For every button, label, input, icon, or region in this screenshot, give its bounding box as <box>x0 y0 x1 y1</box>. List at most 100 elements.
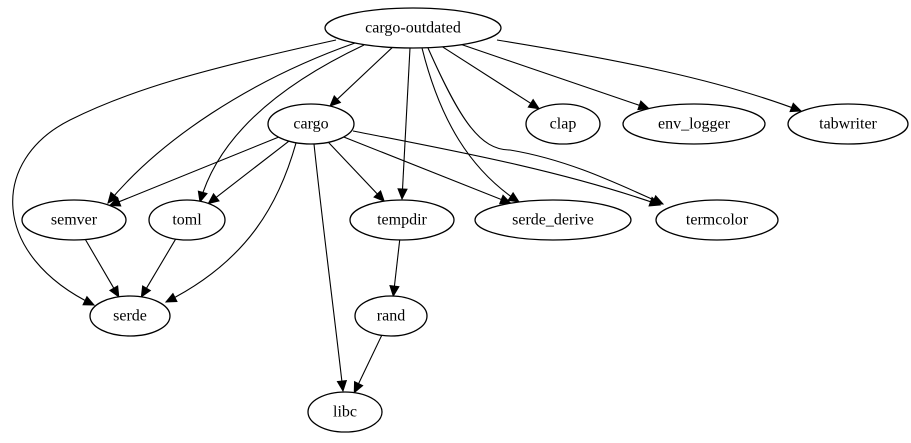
edge-cargo-to-tempdir <box>327 141 386 203</box>
nodes-layer: cargo-outdated cargo clap env_logger tabwrit… <box>21 7 909 433</box>
arrowhead-icon <box>164 292 178 303</box>
arrowhead-icon <box>108 285 120 298</box>
edge-cargo-to-serde <box>164 142 297 303</box>
arrowhead-icon <box>197 190 208 204</box>
node-ellipse <box>525 103 601 145</box>
node-ellipse <box>787 103 909 145</box>
node-ellipse <box>622 103 766 145</box>
arrowhead-icon <box>108 196 122 207</box>
arrowhead-icon <box>329 95 342 107</box>
edge-cargo-outdated-to-toml <box>197 44 365 204</box>
edge-cargo-to-libc <box>313 143 348 393</box>
edge-cargo-outdated-to-env_logger <box>461 44 650 111</box>
node-cargo: cargo <box>267 103 355 145</box>
edge-cargo-outdated-to-serde <box>12 39 337 306</box>
node-label: serde_derive <box>512 212 594 229</box>
node-label: termcolor <box>686 212 749 229</box>
node-label: env_logger <box>658 116 731 133</box>
edge-line <box>199 44 365 203</box>
arrowhead-icon <box>336 379 348 393</box>
node-tabwriter: tabwriter <box>787 103 909 145</box>
node-libc: libc <box>307 391 383 433</box>
arrowhead-icon <box>637 100 650 111</box>
edge-line <box>313 143 344 392</box>
edge-cargo-outdated-to-tabwriter <box>496 39 803 113</box>
edge-line <box>427 47 664 205</box>
edge-cargo-outdated-to-clap <box>442 46 541 110</box>
node-label: tabwriter <box>819 116 877 133</box>
node-ellipse <box>89 295 171 337</box>
edge-line <box>343 136 511 204</box>
node-ellipse <box>307 391 383 433</box>
edge-cargo-to-semver <box>108 136 279 207</box>
edge-line <box>442 46 540 110</box>
edge-line <box>353 335 383 393</box>
edge-line <box>208 140 290 204</box>
node-toml: toml <box>148 199 226 241</box>
edge-line <box>107 42 356 204</box>
arrowhead-icon <box>648 196 662 207</box>
node-cargo-outdated: cargo-outdated <box>324 7 502 49</box>
node-rand: rand <box>354 295 428 337</box>
edge-semver-to-serde <box>84 239 120 298</box>
node-env_logger: env_logger <box>622 103 766 145</box>
arrowhead-icon <box>140 285 152 298</box>
arrowhead-icon <box>373 189 386 203</box>
node-termcolor: termcolor <box>655 199 779 241</box>
node-semver: semver <box>21 199 127 241</box>
arrowhead-icon <box>527 98 541 110</box>
edge-line <box>84 239 120 298</box>
node-label: serde <box>113 308 147 325</box>
edge-line <box>401 47 411 200</box>
edges-layer <box>12 39 803 394</box>
node-ellipse <box>267 103 355 145</box>
node-ellipse <box>474 199 632 241</box>
node-ellipse <box>349 199 455 241</box>
arrowhead-icon <box>389 285 400 298</box>
node-label: toml <box>172 212 202 229</box>
edge-cargo-to-toml <box>207 140 290 205</box>
node-serde_derive: serde_derive <box>474 199 632 241</box>
node-clap: clap <box>525 103 601 145</box>
edge-line <box>165 142 297 303</box>
edge-cargo-to-serde_derive <box>343 136 512 205</box>
node-ellipse <box>354 295 428 337</box>
node-label: libc <box>333 404 357 421</box>
edge-line <box>12 39 337 306</box>
arrowhead-icon <box>107 191 119 204</box>
node-ellipse <box>21 199 127 241</box>
arrowhead-icon <box>498 194 512 205</box>
arrowhead-icon <box>353 380 364 394</box>
node-ellipse <box>148 199 226 241</box>
node-tempdir: tempdir <box>349 199 455 241</box>
arrowhead-icon <box>507 191 521 203</box>
edge-line <box>421 47 520 203</box>
node-ellipse <box>324 7 502 49</box>
edge-rand-to-libc <box>353 335 383 394</box>
node-serde: serde <box>89 295 171 337</box>
edge-cargo-outdated-to-tempdir <box>397 47 411 201</box>
arrowhead-icon <box>82 295 96 306</box>
edge-line <box>327 141 385 202</box>
node-label: cargo <box>293 116 328 133</box>
node-label: rand <box>377 308 405 325</box>
edge-line <box>329 47 393 107</box>
node-label: semver <box>51 212 98 229</box>
edge-cargo-to-termcolor <box>352 130 662 207</box>
edge-cargo-outdated-to-cargo <box>329 47 393 107</box>
arrowhead-icon <box>789 102 803 113</box>
edge-tempdir-to-rand <box>389 239 401 298</box>
edge-line <box>140 238 177 298</box>
edge-toml-to-serde <box>140 238 177 298</box>
node-ellipse <box>655 199 779 241</box>
node-label: clap <box>550 116 577 133</box>
arrowhead-icon <box>397 188 408 201</box>
edge-line <box>461 44 650 110</box>
arrowhead-icon <box>207 192 220 205</box>
node-label: tempdir <box>377 212 427 229</box>
edge-line <box>109 136 279 207</box>
edge-line <box>496 39 802 112</box>
node-label: cargo-outdated <box>365 20 461 37</box>
edge-cargo-outdated-to-semver <box>107 42 356 204</box>
